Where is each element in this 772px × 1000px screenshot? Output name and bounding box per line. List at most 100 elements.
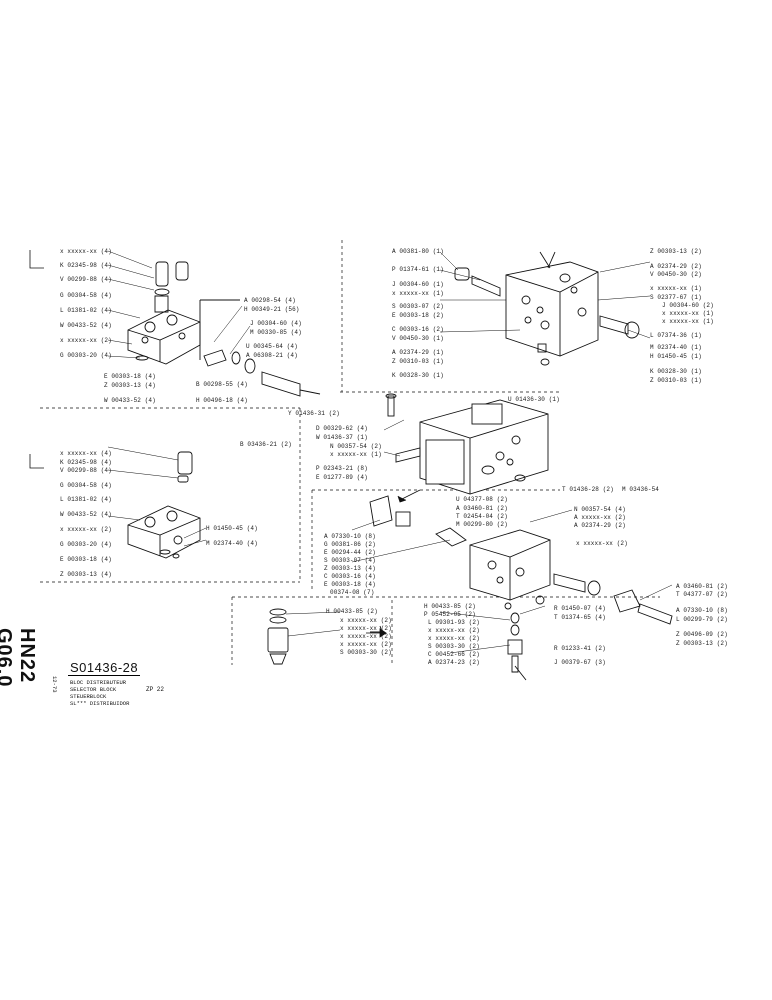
label: H 01450-45 (4) <box>206 525 258 532</box>
label: A 02374-29 (1) <box>392 349 444 356</box>
label: L 01381-02 (4) <box>60 307 112 314</box>
label: S 00303-30 (2) <box>340 649 392 656</box>
label: A 00381-80 (1) <box>392 248 444 255</box>
label: W 00433-52 (4) <box>60 511 112 518</box>
label: A 03460-81 (2) <box>456 505 508 512</box>
label: L 01381-02 (4) <box>60 496 112 503</box>
label: M 00330-85 (4) <box>250 329 302 336</box>
label: x xxxxx-xx (2) <box>340 641 392 648</box>
label: L 07374-36 (1) <box>650 332 702 339</box>
label: T 01436-28 (2) <box>562 486 614 493</box>
bottom-mid-parts <box>507 612 527 681</box>
label: S 00303-30 (2) <box>428 643 480 650</box>
label: M 02374-40 (1) <box>650 344 702 351</box>
label: V 00299-88 (4) <box>60 276 112 283</box>
label: x xxxxx-xx (2) <box>428 635 480 642</box>
label: x xxxxx-xx (2) <box>428 627 480 634</box>
top-right-block <box>454 251 640 366</box>
lower-mid-block <box>369 495 673 625</box>
label: x xxxxx-xx (1) <box>650 285 702 292</box>
title-line-en: SELECTOR BLOCK <box>70 686 117 693</box>
label: Z 00310-03 (1) <box>392 358 444 365</box>
sheet-date: 12-73 <box>51 676 58 693</box>
label: L 09301-93 (2) <box>428 619 480 626</box>
label: P 02343-21 (8) <box>316 465 368 472</box>
label: x xxxxx-xx (1) <box>392 290 444 297</box>
label: x xxxxx-xx (2) <box>60 337 112 344</box>
label: W 00433-52 (4) <box>60 322 112 329</box>
label: U 04377-08 (2) <box>456 496 508 503</box>
label: Z 00303-13 (4) <box>104 382 156 389</box>
label: T 02454-04 (2) <box>456 513 508 520</box>
label: G 00304-58 (4) <box>60 482 112 489</box>
label: B 03436-21 (2) <box>240 441 292 448</box>
label: x xxxxx-xx (4) <box>60 450 112 457</box>
title-block: BLOC DISTRIBUTEUR SELECTOR BLOCK STEUERB… <box>70 679 129 707</box>
label: E 01277-89 (4) <box>316 474 368 481</box>
title-line-fr: BLOC DISTRIBUTEUR <box>70 679 127 686</box>
label: x xxxxx-xx (2) <box>340 625 392 632</box>
central-valve-body <box>385 393 549 495</box>
label: H 00433-85 (2) <box>424 603 476 610</box>
label: M 02374-40 (4) <box>206 540 258 547</box>
label: x xxxxx-xx (2) <box>60 526 112 533</box>
label: x xxxxx-xx (1) <box>662 318 714 325</box>
region-dividers <box>40 240 660 665</box>
label: G 00303-20 (4) <box>60 352 112 359</box>
label: A 02374-29 (2) <box>574 522 626 529</box>
label: U 00345-64 (4) <box>246 343 298 350</box>
label: A 02374-29 (2) <box>650 263 702 270</box>
label: x xxxxx-xx (2) <box>576 540 628 547</box>
label: x xxxxx-xx (2) <box>340 617 392 624</box>
label: E 00303-18 (2) <box>392 312 444 319</box>
leader-lines <box>107 250 673 654</box>
label: C 00452-66 (2) <box>428 651 480 658</box>
label: N 00357-54 (2) <box>330 443 382 450</box>
label: Z 00303-13 (2) <box>650 248 702 255</box>
title-line-de: STEUERBLOCK <box>70 693 107 700</box>
label: R 01450-07 (4) <box>554 605 606 612</box>
label: S 00303-07 (2) <box>392 303 444 310</box>
label: W 00433-52 (4) <box>104 397 156 404</box>
model-code: ZP 22 <box>146 686 165 693</box>
label: x xxxxx-xx (2) <box>340 633 392 640</box>
label: V 00299-88 (4) <box>60 467 112 474</box>
label: A 07330-10 (8) <box>676 607 728 614</box>
label: D 00329-62 (4) <box>316 425 368 432</box>
label: A 00298-54 (4) <box>244 297 296 304</box>
label: Z 00303-13 (2) <box>676 640 728 647</box>
label: Z 00303-13 (4) <box>60 571 112 578</box>
label: x xxxxx-xx (1) <box>330 451 382 458</box>
mid-left-block <box>127 451 201 559</box>
label: M 00299-80 (2) <box>456 521 508 528</box>
title-line-es: SL*** DISTRIBUIDOR <box>70 700 130 707</box>
label: H 00496-18 (4) <box>196 397 248 404</box>
label: J 00304-60 (2) <box>662 302 714 309</box>
label: L 00299-79 (2) <box>676 616 728 623</box>
label: T 01374-65 (4) <box>554 614 606 621</box>
label: A 03460-81 (2) <box>676 583 728 590</box>
label: K 00328-30 (1) <box>650 368 702 375</box>
label: 00374-08 (7) <box>330 589 375 596</box>
label: H 00433-85 (2) <box>326 608 378 615</box>
label: H 00349-21 (56) <box>244 306 300 313</box>
label: Y 01436-31 (2) <box>288 410 340 417</box>
arrows <box>29 250 421 638</box>
label: J 00304-60 (1) <box>392 281 444 288</box>
label: E 00294-44 (2) <box>324 549 376 556</box>
label: A 06308-21 (4) <box>246 352 298 359</box>
label: K 00328-30 (1) <box>392 372 444 379</box>
top-left-block <box>127 261 201 365</box>
label: C 00303-16 (4) <box>324 573 376 580</box>
label: R 01233-41 (2) <box>554 645 606 652</box>
label: E 00303-18 (4) <box>104 373 156 380</box>
label: G 00381-86 (2) <box>324 541 376 548</box>
label: G 00303-20 (4) <box>60 541 112 548</box>
label: N 00357-54 (4) <box>574 506 626 513</box>
label: H 01450-45 (1) <box>650 353 702 360</box>
label: S 02377-67 (1) <box>650 294 702 301</box>
label: E 00303-18 (4) <box>60 556 112 563</box>
label: V 00450-30 (1) <box>392 335 444 342</box>
